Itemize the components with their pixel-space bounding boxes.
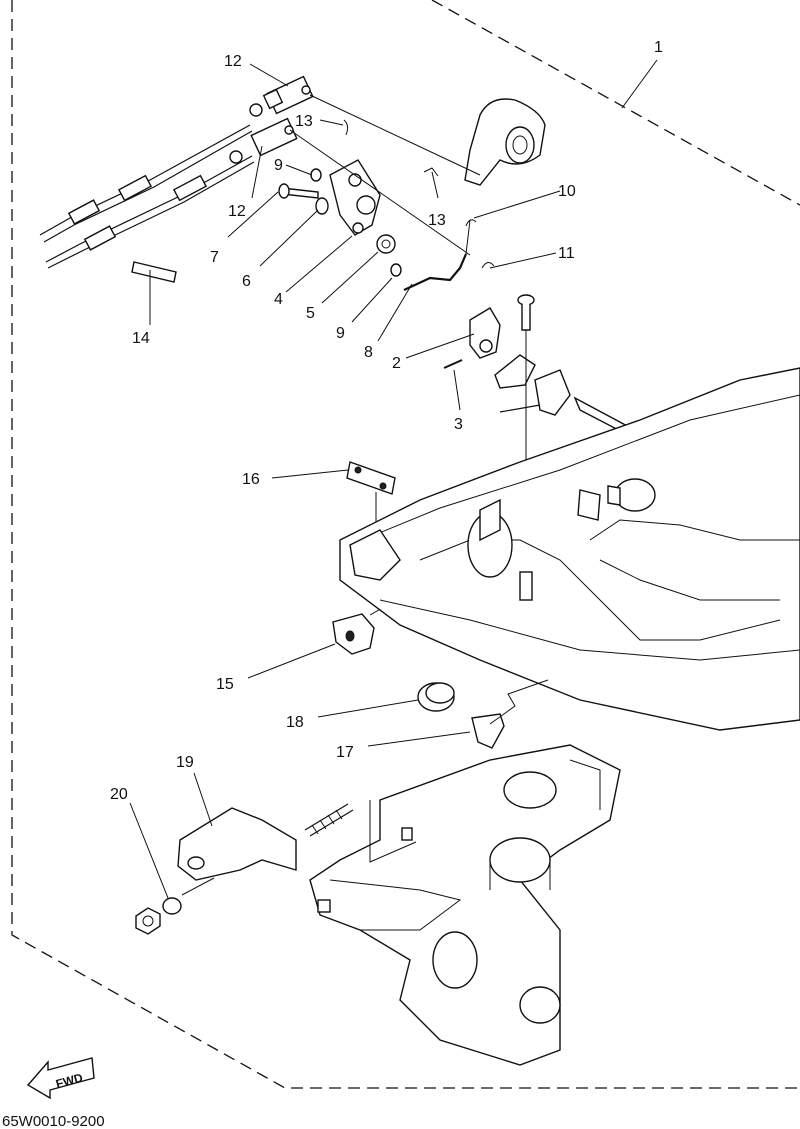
- plate-16: [346, 461, 396, 495]
- callout-12a: 12: [224, 53, 242, 70]
- callout-7: 7: [210, 249, 219, 266]
- label-14: [131, 261, 177, 283]
- washer-9b: [390, 263, 402, 277]
- throttle-cam: [464, 98, 546, 186]
- fwd-arrow-icon: FWD: [26, 1057, 95, 1100]
- assembly-boundary: [11, 0, 800, 1089]
- callout-13a: 13: [295, 113, 313, 130]
- grommet-17: [471, 713, 505, 749]
- callout-9b: 9: [336, 325, 345, 342]
- callout-6: 6: [242, 273, 251, 290]
- callout-18: 18: [286, 714, 304, 731]
- callout-13b: 13: [428, 212, 446, 229]
- callout-17: 17: [336, 744, 354, 761]
- callout-11: 11: [558, 245, 575, 262]
- callout-5: 5: [306, 305, 315, 322]
- collar-5: [376, 234, 396, 254]
- callout-4: 4: [274, 291, 283, 308]
- callout-20: 20: [110, 786, 128, 803]
- callout-9a: 9: [274, 157, 283, 174]
- clip-11: [481, 262, 495, 269]
- leader-lines: [129, 59, 658, 899]
- link-rod: [403, 253, 468, 291]
- swivel-bracket: [309, 744, 621, 1066]
- lever-2: [469, 307, 501, 359]
- drawing-code: 65W0010-9200: [2, 1113, 105, 1129]
- callout-12b: 12: [228, 203, 246, 220]
- pin-3: [443, 359, 463, 369]
- callout-1: 1: [654, 39, 663, 56]
- callout-2: 2: [392, 355, 401, 372]
- cable-joint-lower: [250, 117, 298, 157]
- washer-20: [162, 897, 182, 915]
- spring: [304, 803, 354, 837]
- cable-joint-upper: [262, 75, 314, 115]
- washer-9a: [310, 168, 322, 182]
- callout-16: 16: [242, 471, 260, 488]
- callout-8: 8: [364, 344, 373, 361]
- washer-6: [315, 197, 329, 215]
- clip-13b: [423, 167, 439, 177]
- grommet-15: [332, 613, 375, 655]
- callout-14: 14: [132, 330, 150, 347]
- clip-10: [465, 219, 477, 227]
- link-lever: [329, 159, 381, 236]
- callout-19: 19: [176, 754, 194, 771]
- bracket-bolt: [494, 294, 536, 389]
- clip-13a: [343, 119, 349, 136]
- callout-3: 3: [454, 416, 463, 433]
- bolt-7: [278, 183, 319, 199]
- fwd-label: FWD: [54, 1070, 84, 1091]
- plug-18: [417, 682, 455, 712]
- bottom-cowling: [339, 367, 800, 731]
- bracket-19: [177, 807, 297, 881]
- nut-20: [135, 907, 161, 935]
- control-cables: [39, 103, 263, 269]
- callout-10: 10: [558, 183, 576, 200]
- callout-15: 15: [216, 676, 234, 693]
